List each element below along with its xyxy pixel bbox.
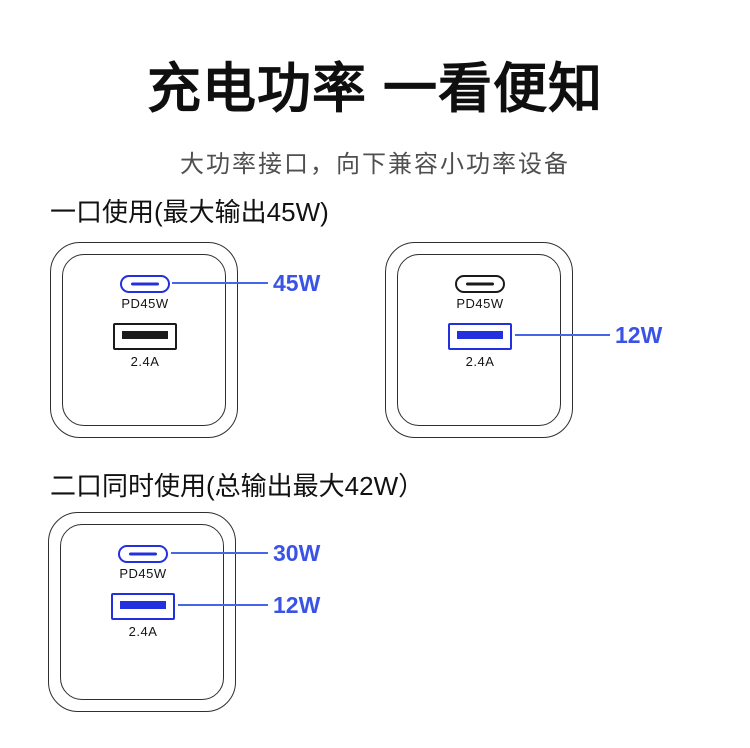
usb-c-port-icon	[455, 275, 505, 293]
usb-c-port-label: PD45W	[456, 296, 504, 311]
page-subtitle: 大功率接口，向下兼容小功率设备	[180, 151, 570, 178]
usb-a-port-icon	[448, 323, 512, 350]
usb-c-pin-bar	[129, 552, 157, 556]
callout-line-30w	[171, 552, 268, 554]
usb-a-contact-bar	[120, 601, 166, 609]
usb-c-port-label: PD45W	[119, 566, 167, 581]
section-1-heading: 一口使用(最大输出45W)	[50, 197, 329, 227]
charger-dual-active: PD45W 2.4A	[48, 512, 236, 712]
usb-c-pin-bar	[131, 282, 159, 286]
usb-a-port-icon	[113, 323, 177, 350]
charger-body-outline	[62, 254, 226, 426]
callout-value-12w: 12W	[615, 322, 663, 348]
charger-body-outline	[397, 254, 561, 426]
callout-value-12w-dual: 12W	[273, 592, 321, 618]
usb-c-port-icon	[118, 545, 168, 563]
usb-c-port-icon	[120, 275, 170, 293]
usb-a-port-label: 2.4A	[128, 624, 158, 639]
charger-body-outline	[60, 524, 224, 700]
callout-line-12w-dual	[178, 604, 268, 606]
page-title: 充电功率 一看便知	[146, 59, 603, 119]
section-2-heading: 二口同时使用(总输出最大42W）	[50, 471, 425, 501]
usb-a-port-label: 2.4A	[130, 354, 160, 369]
charger-usbc-active: PD45W 2.4A	[50, 242, 238, 438]
callout-value-45w: 45W	[273, 270, 321, 296]
callout-line-12w	[515, 334, 610, 336]
usb-a-port-label: 2.4A	[465, 354, 495, 369]
usb-a-contact-bar	[457, 331, 503, 339]
callout-value-30w: 30W	[273, 540, 321, 566]
usb-c-port-label: PD45W	[121, 296, 169, 311]
usb-a-contact-bar	[122, 331, 168, 339]
usb-c-pin-bar	[466, 282, 494, 286]
usb-a-port-icon	[111, 593, 175, 620]
callout-line-45w	[172, 282, 268, 284]
charger-usba-active: PD45W 2.4A	[385, 242, 573, 438]
